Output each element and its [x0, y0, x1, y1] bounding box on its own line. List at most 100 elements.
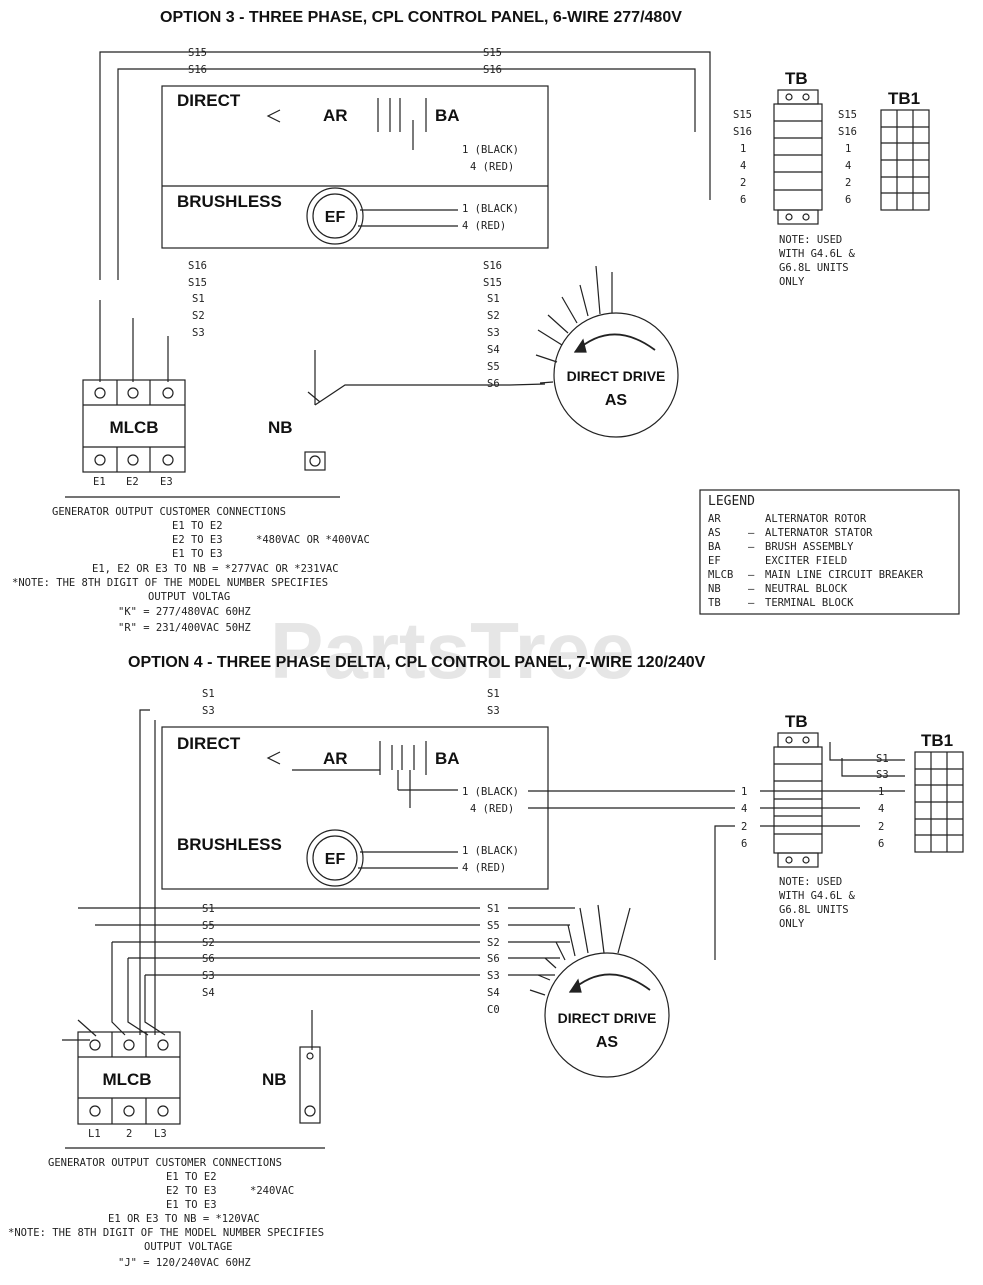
lead-label: S1	[487, 293, 500, 305]
tb-note-line: NOTE: USED	[779, 876, 842, 888]
ar-label: AR	[323, 749, 348, 768]
lead-label: S5	[487, 920, 500, 932]
option3-terminal-blocks: TB TB1 S15 S16 1 4 2 6 S15 S16 1 4 2 6 N…	[733, 69, 930, 288]
tb1-label: TB1	[888, 89, 920, 108]
connection-line: E1, E2 OR E3 TO NB = *277VAC OR *231VAC	[92, 563, 339, 575]
tb-note-line: WITH G4.6L &	[779, 890, 856, 902]
option3-stator-leads: S16 S15 S1 S2 S3 S16 S15 S1 S2 S3 S4 S5 …	[99, 260, 546, 406]
stator-label: DIRECT DRIVE	[558, 1010, 657, 1026]
tb1-label: TB1	[921, 731, 953, 750]
option4-terminal-blocks: TB TB1 NOTE: USED WITH G4.6L & G6.8L UNI…	[773, 712, 964, 930]
option4-rotor-panel: DIRECT AR BA 1 (BLACK) 4 (RED) BRUSHLESS…	[161, 726, 549, 890]
connection-line: E1 TO E3	[172, 548, 223, 560]
stator-label: DIRECT DRIVE	[567, 368, 666, 384]
option4-top-wires: S1 S3 S1 S3	[139, 688, 905, 1035]
connection-line: OUTPUT VOLTAG	[148, 591, 230, 603]
connection-line: "K" = 277/480VAC 60HZ	[118, 606, 251, 618]
option3-nb: NB	[268, 418, 326, 471]
stator-as-label: AS	[596, 1034, 619, 1051]
mlcb-label: MLCB	[109, 418, 158, 437]
lead-label: S2	[487, 937, 500, 949]
connection-line: OUTPUT VOLTAGE	[144, 1241, 233, 1253]
lead-label: S1	[192, 293, 205, 305]
connection-line: E1 TO E3	[166, 1199, 217, 1211]
connection-line: *240VAC	[250, 1185, 294, 1197]
option4-stator: DIRECT DRIVE AS	[529, 904, 670, 1078]
tb-note-line: WITH G4.6L &	[779, 248, 856, 260]
tb-note-line: G6.8L UNITS	[779, 262, 849, 274]
tb-label: TB	[785, 69, 808, 88]
terminal-label: 2	[126, 1128, 132, 1140]
rotor-lead-1: 1 (BLACK)	[462, 144, 519, 156]
direct-label: DIRECT	[177, 91, 241, 110]
tb-label-right: 1	[845, 143, 851, 155]
tb-label-mid: 2	[741, 821, 747, 833]
lead-label: S16	[188, 260, 207, 272]
connection-line: E2 TO E3	[172, 534, 223, 546]
lead-label: S5	[202, 920, 215, 932]
wire-label: S15	[188, 47, 207, 59]
legend-desc: NEUTRAL BLOCK	[765, 583, 848, 595]
ba-label: BA	[435, 749, 460, 768]
rotor-lead-2: 4 (RED)	[470, 803, 514, 815]
tb-label-mid: 4	[741, 803, 747, 815]
tb-label-left: 6	[740, 194, 746, 206]
connection-line: E1 TO E2	[166, 1171, 217, 1183]
exciter-lead-2: 4 (RED)	[462, 220, 506, 232]
option3-rotor-panel: DIRECT AR BA 1 (BLACK) 4 (RED) BRUSHLESS…	[161, 85, 549, 249]
connection-line: *NOTE: THE 8TH DIGIT OF THE MODEL NUMBER…	[8, 1227, 324, 1239]
legend: LEGEND AR ALTERNATOR ROTOR AS — ALTERNAT…	[699, 489, 960, 615]
option4-stator-leads: S1 S5 S2 S6 S3 S4 S1 S5 S2 S6 S3 S4 C0	[62, 903, 575, 1050]
option4-rotor-to-tb: 1 4 2 6 1 4 2 6 S1 S3	[528, 753, 905, 960]
nb-label: NB	[268, 418, 293, 437]
rotor-lead-2: 4 (RED)	[470, 161, 514, 173]
legend-code: BA	[708, 541, 721, 553]
legend-dash: —	[748, 583, 755, 595]
tb-label-right: 1	[878, 786, 884, 798]
wire-label: S16	[483, 64, 502, 76]
lead-label: S6	[202, 953, 215, 965]
option4-connections: GENERATOR OUTPUT CUSTOMER CONNECTIONS E1…	[8, 1157, 324, 1269]
connection-line: GENERATOR OUTPUT CUSTOMER CONNECTIONS	[48, 1157, 282, 1169]
tb-label-right: S16	[838, 126, 857, 138]
connection-line: GENERATOR OUTPUT CUSTOMER CONNECTIONS	[52, 506, 286, 518]
lead-label: S3	[192, 327, 205, 339]
tb-label-left: 2	[740, 177, 746, 189]
lead-label: S3	[202, 970, 215, 982]
tb-label: TB	[785, 712, 808, 731]
legend-dash: —	[748, 597, 755, 609]
option3-top-wires: S15 S16 S15 S16	[99, 47, 711, 280]
wire-label: S15	[483, 47, 502, 59]
direct-label: DIRECT	[177, 734, 241, 753]
lead-label: S6	[487, 953, 500, 965]
legend-desc: ALTERNATOR STATOR	[765, 527, 873, 539]
option3-connections: GENERATOR OUTPUT CUSTOMER CONNECTIONS E1…	[12, 506, 370, 634]
tb-label-left: 1	[740, 143, 746, 155]
wire-label: S16	[188, 64, 207, 76]
tb-label-right: 6	[878, 838, 884, 850]
watermark: PartsTree	[270, 606, 635, 695]
connection-line: E2 TO E3	[166, 1185, 217, 1197]
ba-label: BA	[435, 106, 460, 125]
terminal-label: E2	[126, 476, 139, 488]
legend-dash: —	[748, 527, 755, 539]
nb-label: NB	[262, 1070, 287, 1089]
lead-label: S15	[483, 277, 502, 289]
legend-code: TB	[708, 597, 721, 609]
legend-desc: ALTERNATOR ROTOR	[765, 513, 867, 525]
option3-mlcb: MLCB E1 E2 E3	[65, 379, 340, 498]
stator-as-label: AS	[605, 392, 628, 409]
brushless-label: BRUSHLESS	[177, 835, 282, 854]
tb-label-mid: 6	[741, 838, 747, 850]
legend-code: AR	[708, 513, 721, 525]
connection-line: "R" = 231/400VAC 50HZ	[118, 622, 251, 634]
exciter-lead-1: 1 (BLACK)	[462, 203, 519, 215]
legend-desc: MAIN LINE CIRCUIT BREAKER	[765, 569, 924, 581]
legend-title: LEGEND	[708, 494, 755, 509]
lead-label: S5	[487, 361, 500, 373]
legend-code: MLCB	[708, 569, 733, 581]
tb-note-line: G6.8L UNITS	[779, 904, 849, 916]
lead-label: S4	[202, 987, 215, 999]
tb-label-left: S15	[733, 109, 752, 121]
